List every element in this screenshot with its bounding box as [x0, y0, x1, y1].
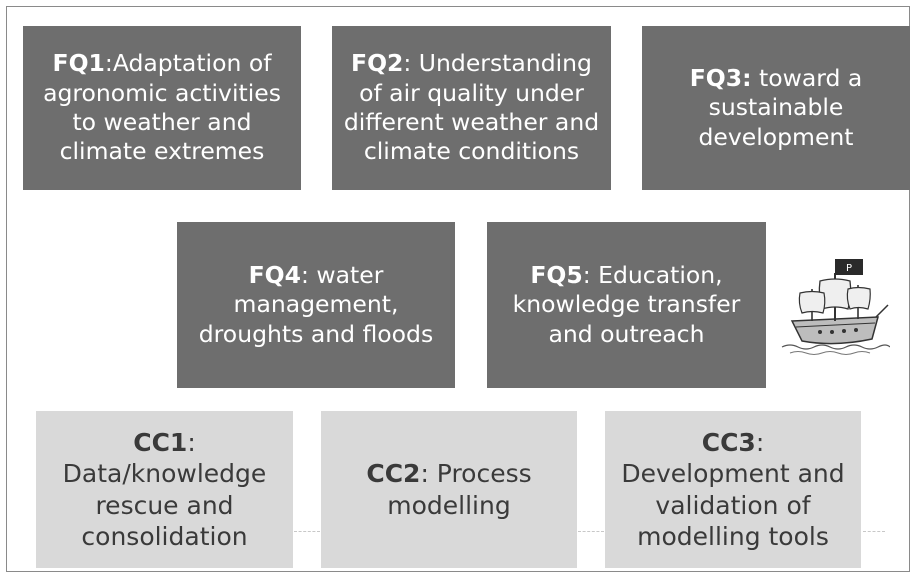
cc2-code: CC2 [366, 459, 421, 489]
fq2-box: FQ2: Understanding of air quality under … [332, 26, 611, 190]
fq2-text: : Understanding of air quality under dif… [343, 49, 600, 166]
cc2-text: : Process modelling [387, 459, 532, 520]
fq3-text: toward a sustainable development [698, 63, 863, 151]
fq5-code: FQ5 [530, 260, 583, 289]
cc3-box: CC3: Development and validation of model… [605, 411, 861, 568]
fq3-box: FQ3: toward a sustainable development [642, 26, 910, 190]
fq5-box: FQ5: Education, knowledge transfer and o… [487, 222, 766, 388]
fq4-box: FQ4: water management, droughts and floo… [177, 222, 455, 388]
cc1-box: CC1: Data/knowledge rescue and consolida… [36, 411, 293, 568]
fq1-code: FQ1 [52, 49, 105, 78]
fq1-box: FQ1:Adaptation of agronomic activities t… [23, 26, 301, 190]
fq4-text: : water management, droughts and floods [198, 260, 434, 348]
fq1-text: :Adaptation of agronomic activities to w… [43, 49, 281, 166]
cc1-text: : Data/knowledge rescue and consolidatio… [62, 428, 267, 551]
fq3-code: FQ3: [689, 63, 752, 92]
fq4-code: FQ4 [248, 260, 302, 289]
cc3-text: : Development and validation of modellin… [621, 428, 845, 551]
connector-dashes [578, 531, 604, 532]
cc1-code: CC1 [133, 428, 188, 457]
fq2-code: FQ2 [351, 49, 404, 78]
cc3-code: CC3 [701, 428, 756, 457]
connector-dashes [863, 531, 885, 532]
cc2-box: CC2: Process modelling [321, 411, 577, 568]
connector-dashes [294, 531, 320, 532]
pirate-ship-icon: P [781, 259, 890, 355]
ship-flag-letter: P [846, 263, 852, 274]
fq5-text: : Education, knowledge transfer and outr… [512, 260, 741, 348]
